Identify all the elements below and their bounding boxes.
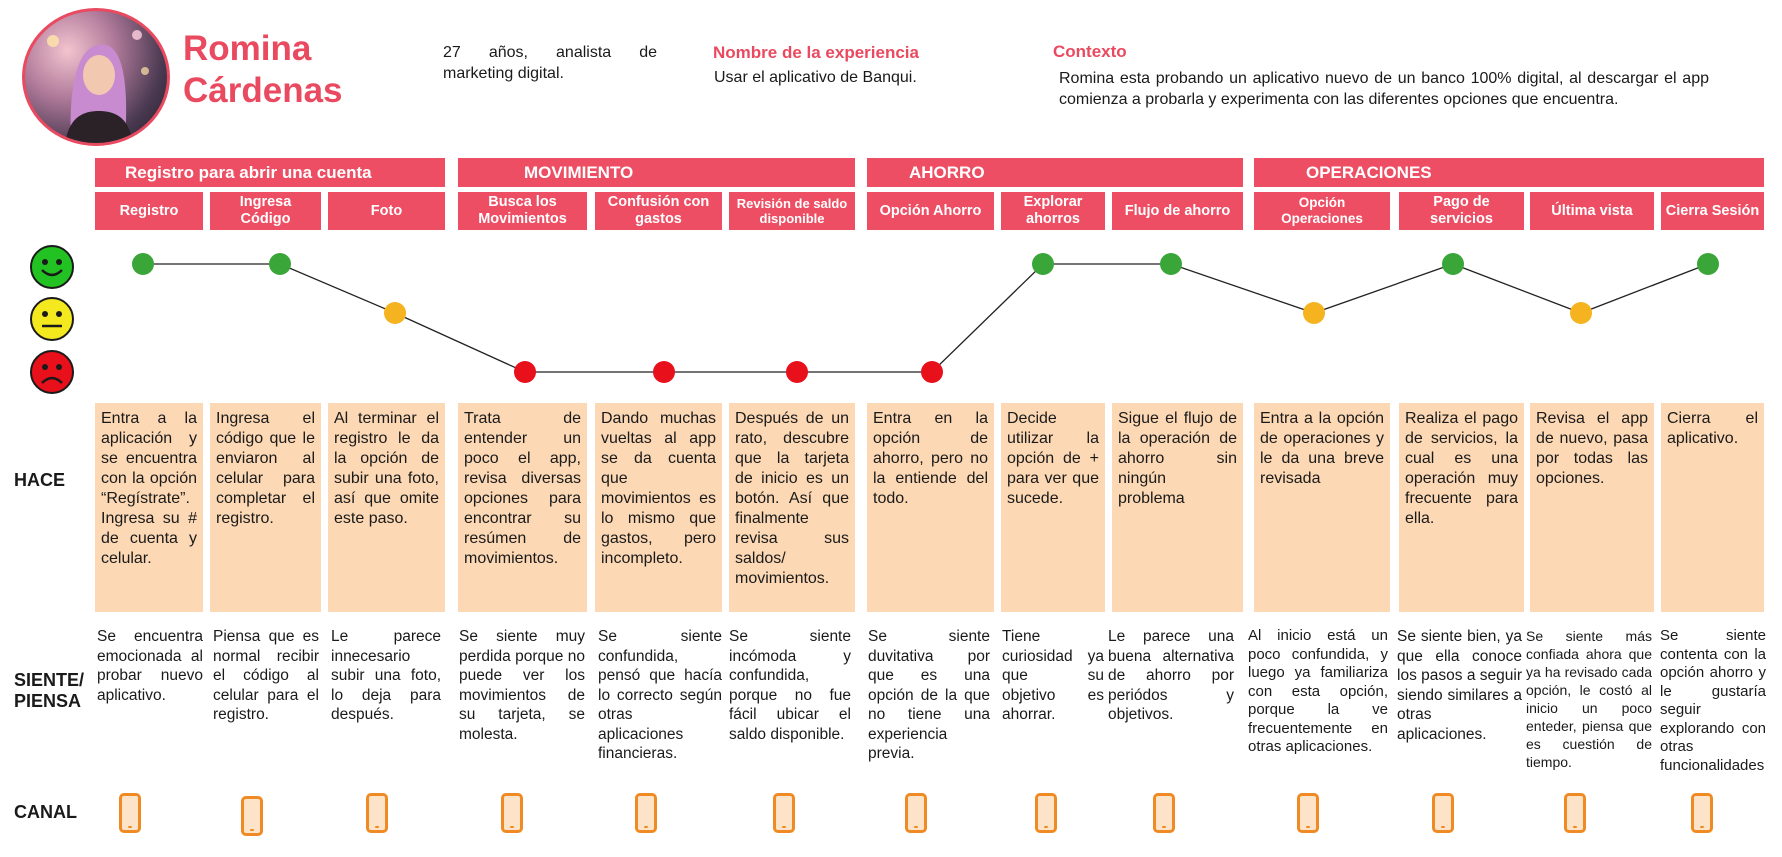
hace-card: Trata de entender un poco el app, revisa… (458, 403, 587, 612)
siente-text: Le parece innecesario subir una foto, lo… (331, 628, 441, 723)
phase-operaciones: OPERACIONES (1254, 158, 1764, 187)
hace-card: Sigue el flujo de la operación de ahorro… (1112, 403, 1243, 612)
step-opcion-ahorro: Opción Ahorro (867, 192, 994, 230)
step-flujo-ahorro: Flujo de ahorro (1112, 192, 1243, 230)
hace-card: Decide utilizar la opción de + para ver … (1001, 403, 1105, 612)
step-cierra-sesion: Cierra Sesión (1661, 192, 1764, 230)
siente-text: Al inicio está un poco confundida, y lue… (1248, 627, 1388, 755)
neutral-face-icon (29, 296, 75, 347)
siente-text: Piensa que es normal recibir el código a… (213, 628, 319, 723)
smartphone-icon (1297, 793, 1319, 833)
phase-registro: Registro para abrir una cuenta (95, 158, 445, 187)
emotion-point-neutral (1303, 302, 1325, 324)
persona-photo (47, 30, 149, 143)
experience-text: Usar el aplicativo de Banqui. (714, 69, 917, 86)
emotion-point-neutral (1570, 302, 1592, 324)
hace-card: Realiza el pago de servicios, la cual es… (1399, 403, 1524, 612)
persona-description: 27 años, analista de marketing digital. (443, 44, 657, 82)
siente-text: Se siente confundida, pensó que hacía lo… (598, 628, 722, 762)
persona-name: Romina Cárdenas (183, 29, 343, 110)
smartphone-icon (635, 793, 657, 833)
siente-text: Se siente muy perdida porque no puede ve… (459, 628, 585, 743)
siente-text: Se siente contenta con la opción ahorro … (1660, 627, 1766, 774)
smartphone-icon (905, 793, 927, 833)
step-revision-saldo: Revisión de saldo disponible (729, 192, 855, 230)
hace-card: Entra en la opción de ahorro, pero no la… (867, 403, 994, 612)
step-explorar-ahorros: Explorar ahorros (1001, 192, 1105, 230)
smartphone-icon (241, 796, 263, 836)
step-ultima-vista: Última vista (1530, 192, 1654, 230)
hace-card: Dando muchas vueltas al app se da cuenta… (595, 403, 722, 612)
emotion-curve (132, 253, 1719, 383)
smartphone-icon (773, 793, 795, 833)
emotion-point-sad (514, 361, 536, 383)
siente-text: Se siente duvitativa por que es una opci… (868, 628, 990, 762)
hace-card: Al terminar el registro le da la opción … (328, 403, 445, 612)
step-opcion-operaciones: Opción Operaciones (1254, 192, 1390, 230)
step-ingresa-codigo: Ingresa Código (210, 192, 321, 230)
persona-avatar (22, 8, 170, 146)
emotion-point-sad (653, 361, 675, 383)
emotion-point-sad (786, 361, 808, 383)
phase-ahorro: AHORRO (867, 158, 1243, 187)
step-busca-movimientos: Busca los Movimientos (458, 192, 587, 230)
siente-text: Se siente incómoda y confundida, porque … (729, 628, 851, 743)
hace-card: Revisa el app de nuevo, pasa por todas l… (1530, 403, 1654, 612)
siente-text: Le parece una buena alternativa de ahorr… (1108, 628, 1234, 723)
emotion-line (143, 263, 1709, 373)
step-confusion-gastos: Confusión con gastos (595, 192, 722, 230)
smartphone-icon (366, 793, 388, 833)
step-registro: Registro (95, 192, 203, 230)
smartphone-icon (1432, 793, 1454, 833)
siente-text: Se encuentra emocionada al probar nuevo … (97, 628, 203, 704)
smartphone-icon (1564, 793, 1586, 833)
smartphone-icon (1691, 793, 1713, 833)
hace-card: Entra a la opción de operaciones y le da… (1254, 403, 1390, 612)
phase-movimiento: MOVIMIENTO (458, 158, 855, 187)
siente-text: Se siente bien, ya que ella conoce los p… (1397, 628, 1522, 743)
step-foto: Foto (328, 192, 445, 230)
hace-card: Después de un rato, descubre que la tarj… (729, 403, 855, 612)
smartphone-icon (501, 793, 523, 833)
hace-card: Ingresa el código que le enviaron al cel… (210, 403, 321, 612)
siente-text: Tiene curiosidad ya que su objetivo es a… (1002, 628, 1104, 723)
hace-card: Entra a la aplicación y se encuentra con… (95, 403, 203, 612)
step-pago-servicios: Pago de servicios (1399, 192, 1524, 230)
emotion-point-neutral (384, 302, 406, 324)
emotion-point-happy (269, 253, 291, 275)
siente-text: Se siente más confiada ahora que ya ha r… (1526, 628, 1652, 770)
emotion-point-happy (1442, 253, 1464, 275)
emotion-point-happy (132, 253, 154, 275)
row-label-hace: HACE (14, 470, 66, 490)
sad-face-icon (29, 349, 75, 400)
smartphone-icon (1153, 793, 1175, 833)
emotion-point-sad (921, 361, 943, 383)
smartphone-icon (1035, 793, 1057, 833)
row-label-canal: CANAL (14, 802, 77, 822)
hace-card: Cierra el aplicativo. (1661, 403, 1764, 612)
experience-title: Nombre de la experiencia (713, 43, 919, 62)
context-title: Contexto (1053, 42, 1127, 61)
emotion-point-happy (1160, 253, 1182, 275)
happy-face-icon (29, 244, 75, 295)
emotion-point-happy (1697, 253, 1719, 275)
emotion-point-happy (1032, 253, 1054, 275)
row-label-siente: SIENTE/ PIENSA (14, 670, 85, 711)
smartphone-icon (119, 793, 141, 833)
context-text: Romina esta probando un aplicativo nuevo… (1059, 70, 1709, 108)
